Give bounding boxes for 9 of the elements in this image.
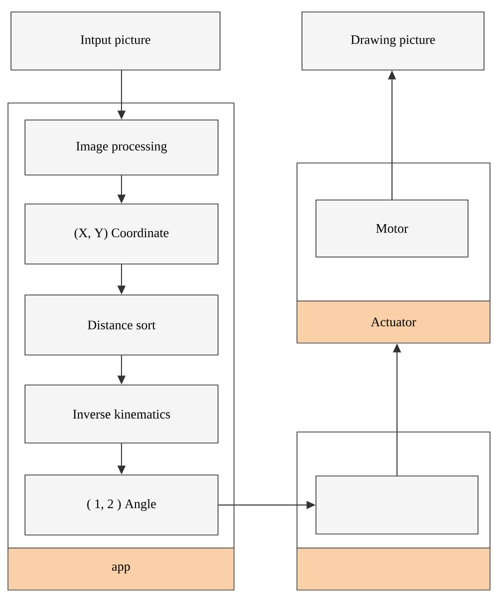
process-box: (X, Y) Coordinate [24, 204, 218, 264]
process-box: Image processing [24, 120, 218, 176]
process-box: Motor [316, 200, 468, 258]
process-box: Drawing picture [302, 12, 484, 70]
process-box: Distance sort [24, 294, 218, 356]
process-box: Intput picture [10, 12, 220, 70]
process-box: ( 1, 2 ) Angle [24, 474, 218, 536]
process-box: Inverse kinematics [24, 384, 218, 444]
process-box [316, 476, 478, 534]
